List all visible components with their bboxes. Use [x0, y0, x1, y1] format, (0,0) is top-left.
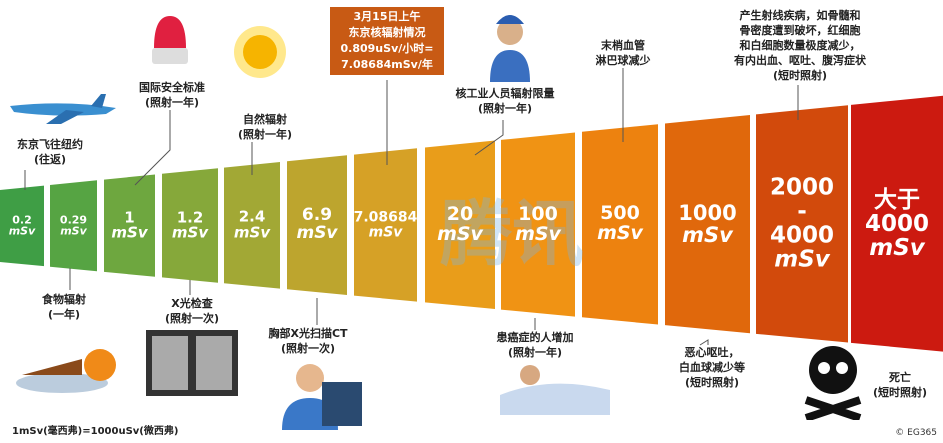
sun-icon	[230, 22, 290, 82]
dose-unit: mSv	[8, 224, 36, 238]
alarm-light-icon	[148, 12, 192, 67]
dose-block-7	[425, 140, 495, 310]
skull-crossbones-icon	[800, 340, 866, 422]
unit-footnote: 1mSv(毫西弗)=1000uSv(微西弗)	[12, 426, 179, 437]
dose-block-3	[162, 168, 218, 283]
dose-unit: mSv	[682, 223, 733, 248]
dose-value: 500	[600, 202, 640, 225]
label-intl-standard: 国际安全标准 (照射一年)	[139, 81, 205, 109]
dose-block-1	[50, 180, 97, 272]
dose-block-4	[224, 162, 280, 289]
connector-nausea	[699, 339, 709, 346]
dose-block-2	[104, 174, 155, 277]
label-worker: 核工业人员辐射限量 (照射一年)	[455, 87, 555, 115]
airplane-icon	[6, 92, 126, 124]
dose-value: 1	[124, 207, 135, 226]
dose-unit: mSv	[233, 223, 271, 242]
dose-value: 2000 - 4000	[769, 174, 835, 249]
dose-unit: mSv	[296, 223, 338, 244]
label-lymph: 末梢血管 淋巴球减少	[595, 39, 651, 67]
label-nausea: 恶心呕吐， 白血球减少等 (短时照射)	[679, 346, 745, 389]
dose-block-12	[851, 95, 943, 352]
label-cancer: 患癌症的人增加 (照射一年)	[496, 331, 574, 359]
dose-unit: mSv	[869, 234, 925, 261]
patient-in-bed-icon	[500, 355, 610, 415]
dose-unit: mSv	[437, 222, 483, 245]
connector-intl	[134, 110, 171, 186]
ct-scan-patient-icon	[282, 360, 372, 430]
dose-value: 6.9	[301, 205, 333, 226]
dose-block-5	[287, 155, 347, 295]
dose-unit: mSv	[774, 247, 830, 274]
dose-block-8	[501, 132, 575, 317]
dose-unit: mSv	[515, 222, 561, 245]
label-death: 死亡 (短时照射)	[872, 371, 928, 399]
dose-value: 7.08684	[353, 209, 418, 226]
dose-block-6	[354, 148, 417, 302]
dose-block-9	[582, 124, 658, 325]
watermark: 腾讯	[440, 192, 585, 276]
label-food: 食物辐射 (一年)	[42, 293, 86, 321]
label-flight: 东京飞往纽约 (往返)	[17, 138, 83, 166]
connector-worker	[474, 120, 504, 156]
label-xray: X光检查 (照射一次)	[164, 297, 220, 325]
dose-value: 1000	[678, 201, 737, 226]
copyright: © EG365	[895, 428, 937, 438]
label-chest: 胸部X光扫描CT (照射一次)	[268, 327, 348, 355]
dose-value: 0.29	[59, 213, 88, 227]
worker-icon	[487, 6, 533, 82]
dose-unit: mSv	[60, 224, 87, 238]
tokyo-radiation-box: 3月15日上午 东京核辐射情况 0.809uSv/小时= 7.08684mSv/…	[330, 7, 444, 75]
dose-value: 100	[518, 202, 558, 225]
dose-block-10	[665, 115, 750, 334]
dose-block-11	[756, 105, 848, 343]
dose-unit: mSv	[368, 224, 403, 241]
dose-value: 1.2	[176, 207, 204, 226]
dose-block-0	[0, 185, 44, 267]
dose-unit: mSv	[111, 223, 148, 242]
label-natural: 自然辐射 (照射一年)	[237, 113, 293, 141]
dose-unit: mSv	[597, 222, 643, 245]
dose-value: 20	[446, 202, 474, 225]
dose-value: 2.4	[238, 207, 266, 226]
xray-film-icon	[146, 330, 238, 396]
dose-unit: mSv	[171, 223, 209, 242]
dose-value: 大于 4000	[864, 186, 930, 237]
label-disease: 产生射线疾病，如骨髓和 骨密度遭到破坏，红细胞 和白细胞数量极度减少， 有内出血…	[734, 9, 866, 82]
pie-food-icon	[12, 325, 120, 395]
dose-value: 0.2	[12, 213, 32, 227]
